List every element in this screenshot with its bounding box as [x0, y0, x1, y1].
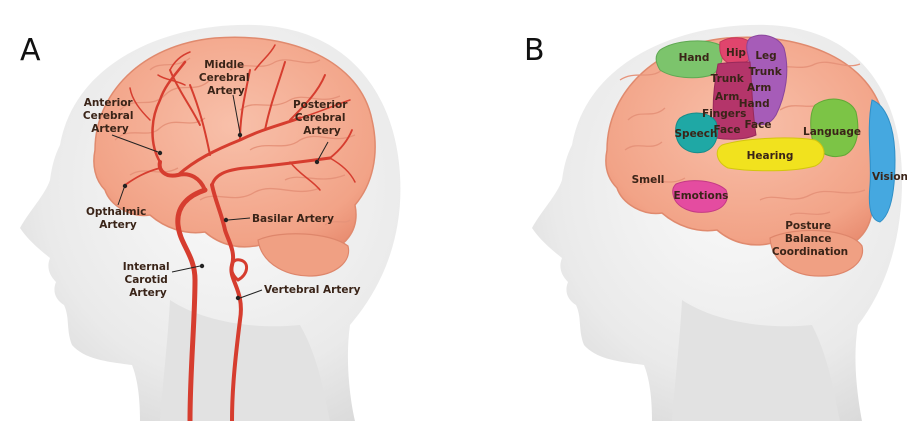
panel-a: A: [20, 25, 400, 421]
label-emotions: Emotions: [674, 190, 729, 202]
label-hand: Hand: [679, 52, 710, 64]
label-internal-carotid: Internal Carotid Artery: [123, 261, 174, 299]
label-leg: Leg: [755, 50, 776, 62]
label-language: Language: [803, 126, 861, 138]
panel-b: B: [524, 25, 907, 421]
label-hip: Hip: [726, 47, 746, 59]
label-speech: Speech: [674, 128, 717, 140]
label-vertebral: Vertebral Artery: [264, 284, 361, 296]
panel-a-letter: A: [20, 33, 41, 68]
label-hearing: Hearing: [747, 150, 794, 162]
panel-b-letter: B: [524, 33, 545, 68]
label-vision: Vision: [872, 171, 907, 183]
label-basilar: Basilar Artery: [252, 213, 334, 225]
label-smell: Smell: [632, 174, 665, 186]
